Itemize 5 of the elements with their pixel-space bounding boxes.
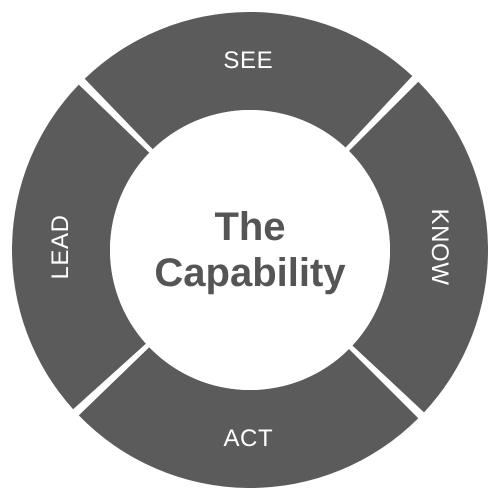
segment-label: SEE [223,47,274,75]
segment-label: LEAD [47,214,76,280]
center-title: The Capability [153,204,347,296]
segment-label: ACT [223,424,274,453]
segment-label: KNOW [424,208,453,286]
